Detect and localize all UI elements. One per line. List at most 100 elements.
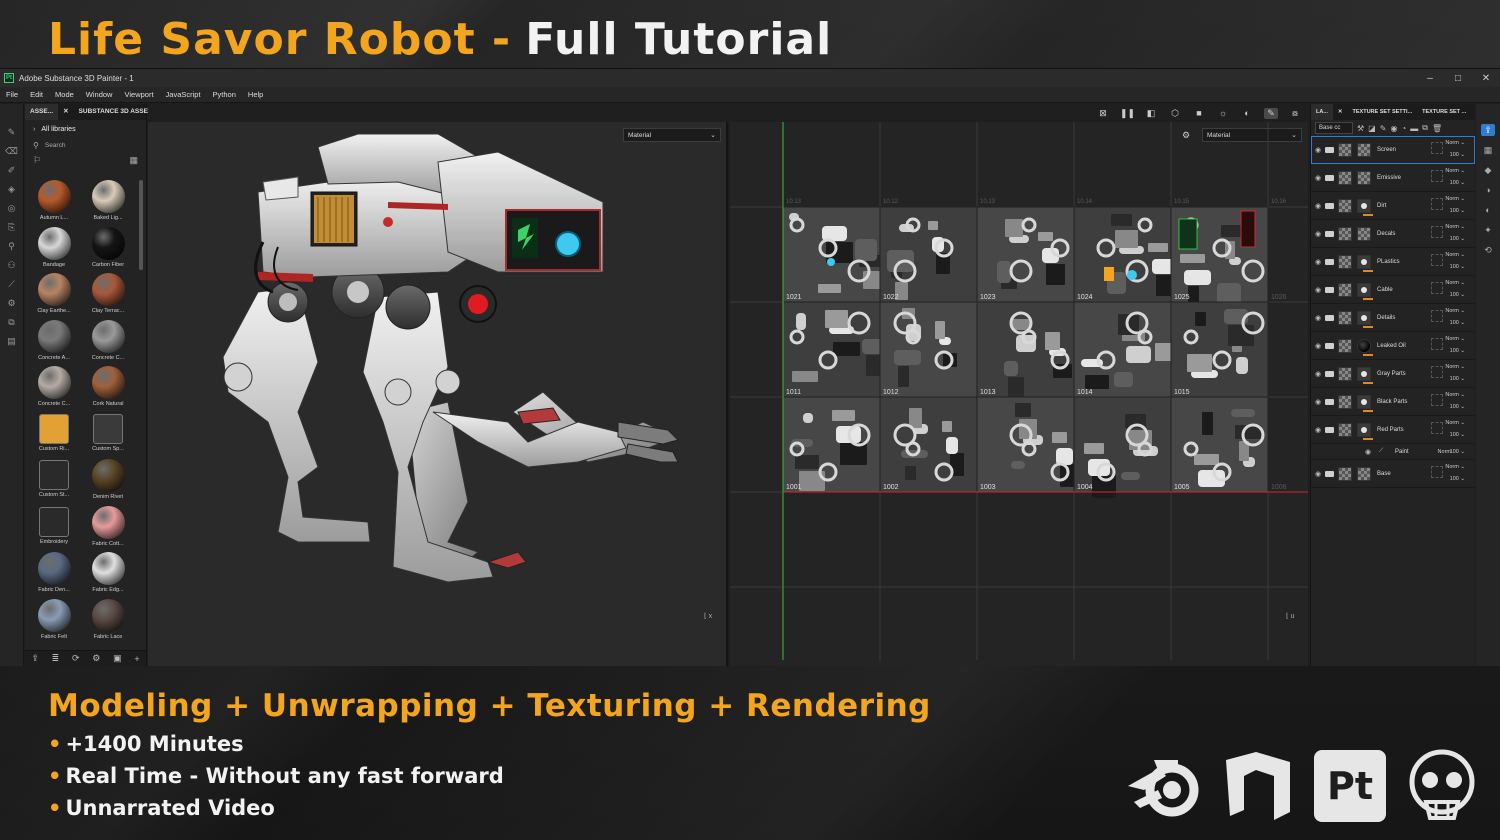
visibility-eye-icon[interactable]: ◉ [1314,398,1322,406]
search-input[interactable]: Search [44,141,66,149]
folder-icon[interactable]: ▣ [113,653,122,663]
blend-mode-select[interactable]: Norm ⌄ [1445,420,1465,426]
asset-item[interactable]: Custom St... [29,459,79,502]
menu-file[interactable]: File [6,90,19,99]
blend-mode-select[interactable]: Norm ⌄ [1445,252,1465,258]
add-effect-icon[interactable]: ⚒ [1357,123,1365,133]
asset-item[interactable]: Baked Lig... [83,180,133,223]
layer-opacity[interactable]: 100 ⌄ [1449,348,1465,354]
asset-item[interactable]: Concrete A... [29,319,79,363]
selection-icon[interactable]: ⚇ [7,260,16,270]
history-panel-icon[interactable]: ⟲ [1484,245,1492,255]
layer-opacity[interactable]: 100 ⌄ [1449,476,1465,482]
mask-slot[interactable] [1431,142,1443,154]
split-view-icon[interactable]: ◧ [1146,107,1156,118]
asset-item[interactable]: Fabric Felt [29,598,79,642]
asset-item[interactable]: Clay Earthe... [29,273,79,316]
layer-opacity[interactable]: 100 ⌄ [1449,376,1465,382]
material-mode-select-3d[interactable]: Material ⌄ [623,128,721,142]
asset-item[interactable]: Clay Terrac... [83,273,133,316]
blend-mode-select[interactable]: Norm ⌄ [1445,224,1465,230]
layer-opacity[interactable]: 100 ⌄ [1449,292,1465,298]
brush-icon[interactable]: ✎ [1264,107,1278,119]
menu-javascript[interactable]: JavaScript [165,90,201,99]
import-icon[interactable]: ⇪ [31,653,39,663]
asset-item[interactable]: Fabric Den... [29,552,79,595]
mask-slot[interactable] [1431,310,1443,322]
shading-icon[interactable]: ◐ [1244,108,1250,118]
asset-item[interactable]: Bandage [29,226,79,270]
geometry-fill-icon[interactable]: ◈ [8,184,15,194]
display-settings-icon[interactable]: ◑ [1485,185,1491,195]
visibility-eye-icon[interactable]: ◉ [1314,342,1322,350]
library-selector[interactable]: › All libraries [25,120,146,138]
layer-opacity[interactable]: 100 ⌄ [1449,180,1465,186]
blend-mode-select[interactable]: Norm ⌄ [1445,280,1465,286]
tab-layers[interactable]: LA... [1311,104,1333,120]
visibility-eye-icon[interactable]: ◉ [1314,426,1322,434]
search-field[interactable]: ⚲ Search [25,138,146,152]
settings-icon[interactable]: ⚙ [92,653,101,663]
asset-item[interactable]: Concrete C... [29,366,79,409]
effect-opacity[interactable]: 100 ⌄ [1449,449,1465,455]
asset-item[interactable]: Custom Ri... [29,413,79,456]
smudge-icon[interactable]: ◎ [7,203,16,213]
filter-icon[interactable]: ⚐ [33,154,42,165]
asset-item[interactable]: Custom Sp... [83,413,133,456]
blend-mode-select[interactable]: Norm ⌄ [1445,308,1465,314]
layer-opacity[interactable]: 100 ⌄ [1449,208,1465,214]
mask-slot[interactable] [1431,226,1443,238]
layer-opacity[interactable]: 100 ⌄ [1449,264,1465,270]
layer-opacity[interactable]: 100 ⌄ [1449,432,1465,438]
delete-icon[interactable]: 🗑 [1431,123,1443,133]
paint-brush-icon[interactable]: ✎ [7,127,16,137]
close-tab-icon[interactable]: ✕ [63,108,69,115]
add-mask-icon[interactable]: ◪ [1368,123,1376,133]
mask-slot[interactable] [1431,366,1443,378]
blend-mode-select[interactable]: Norm ⌄ [1445,336,1465,342]
asset-item[interactable]: Autumn L... [29,180,79,223]
duplicate-icon[interactable]: ⧉ [1422,123,1428,132]
blend-mode-select[interactable]: Norm [1437,449,1451,455]
add-smart-material-icon[interactable]: ◔ [1401,123,1407,133]
visibility-eye-icon[interactable]: ◉ [1364,448,1372,456]
assets-scrollbar[interactable] [139,180,143,270]
mask-slot[interactable] [1431,394,1443,406]
minimize-button[interactable]: – [1427,72,1433,84]
camera-icon[interactable]: ■ [1196,108,1202,118]
shelf-icon[interactable]: ▦ [1483,145,1493,155]
material-picker-icon[interactable]: ⚲ [8,241,15,251]
visibility-eye-icon[interactable]: ◉ [1314,146,1322,154]
cube-icon[interactable]: ⬡ [1171,107,1179,118]
layer-opacity[interactable]: 100 ⌄ [1449,236,1465,242]
visibility-eye-icon[interactable]: ◉ [1314,370,1322,378]
menu-python[interactable]: Python [212,90,236,99]
tab-texture-set-settings[interactable]: TEXTURE SET SETTI... [1352,109,1413,115]
viewer-settings-icon[interactable]: ◐ [1485,205,1491,215]
eraser-icon[interactable]: ⌫ [5,146,18,156]
tab-texture-set-list[interactable]: TEXTURE SET ... [1422,109,1467,115]
projection-icon[interactable]: ✐ [7,165,16,175]
list-icon[interactable]: ≣ [51,653,60,663]
visibility-eye-icon[interactable]: ◉ [1314,470,1322,478]
clone-icon[interactable]: ⎘ [7,222,16,232]
environment-icon[interactable]: ☼ [1218,108,1228,118]
layer-opacity[interactable]: 100 ⌄ [1449,404,1465,410]
grid-view-icon[interactable]: ▦ [129,154,138,165]
add-icon[interactable]: + [134,653,140,664]
asset-item[interactable]: Fabric Lace [83,598,133,642]
shader-settings-icon[interactable]: ✦ [1484,225,1492,235]
asset-item[interactable]: Concrete C... [83,319,133,363]
measure-icon[interactable]: ⟋ [8,279,15,289]
layer-opacity[interactable]: 100 ⌄ [1449,152,1465,158]
mask-slot[interactable] [1431,198,1443,210]
uv-settings-icon[interactable]: ⚙ [1182,130,1191,140]
asset-item[interactable]: Denim Rivet [83,459,133,502]
